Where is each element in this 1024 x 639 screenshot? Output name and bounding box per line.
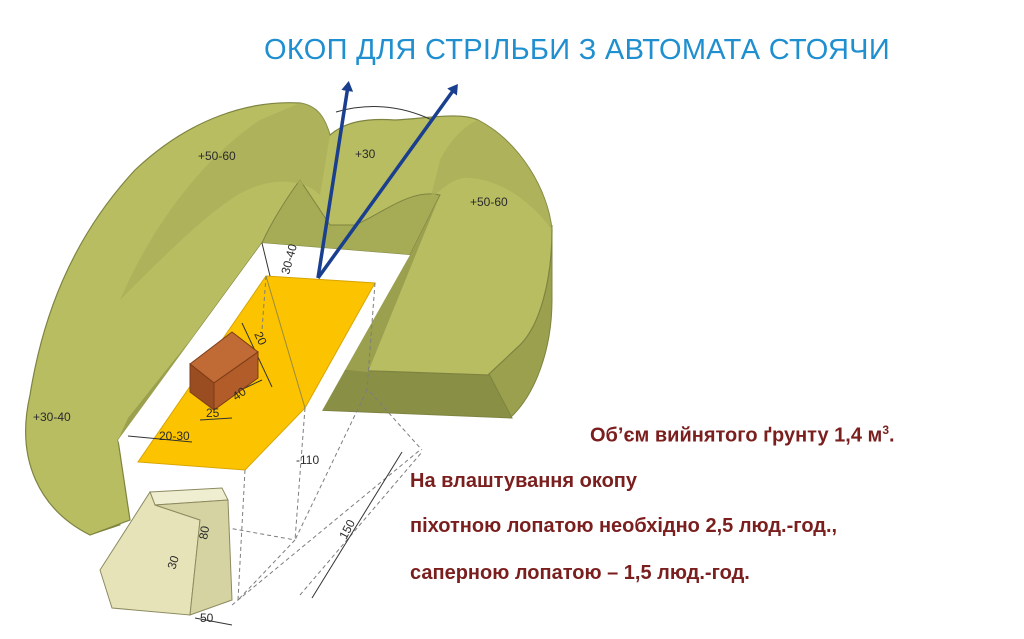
- parapet-shade-left: [120, 103, 330, 300]
- wall-right: [345, 195, 440, 372]
- dim-niche-height: 20: [251, 329, 269, 347]
- elevation-left-parapet: +50-60: [198, 149, 236, 163]
- dim-depth: -110: [296, 453, 319, 467]
- niche-side: [213, 351, 259, 411]
- step-side: [154, 499, 233, 616]
- dim-side-margin: 20-30: [159, 429, 190, 443]
- parapet-right-foot: [314, 369, 513, 419]
- volume-note: Об’єм вийнятого ґрунту 1,4 м3.: [590, 423, 895, 448]
- firing-arrow-right: [316, 83, 458, 280]
- dim-step-height: 30: [165, 554, 183, 571]
- volume-text: Об’єм вийнятого ґрунту 1,4 м: [590, 424, 883, 447]
- firing-arrow-left: [316, 81, 354, 279]
- volume-sup: 3: [882, 423, 889, 437]
- dim-length: 150: [336, 517, 358, 542]
- dim-step-depth: 80: [196, 525, 212, 541]
- labor-infantry-shovel: піхотною лопатою необхідно 2,5 люд.-год.…: [410, 515, 838, 537]
- labor-intro: На влаштування окопу: [410, 470, 637, 492]
- floor-edge-line: [265, 275, 306, 409]
- elevation-right-parapet: +50-60: [470, 195, 508, 209]
- volume-end: .: [889, 424, 895, 447]
- elevation-outer-berm: +30-40: [33, 410, 71, 424]
- labor-sapper-shovel: саперною лопатою – 1,5 люд.-год.: [410, 562, 750, 584]
- slide-title: ОКОП ДЛЯ СТРІЛЬБИ З АВТОМАТА СТОЯЧИ: [264, 34, 890, 66]
- dim-step-width: 50: [200, 611, 214, 625]
- sector-arc: [335, 106, 433, 121]
- parapet-shade-right: [430, 120, 552, 230]
- dim-niche-width: 25: [206, 406, 220, 420]
- elevation-front-notch: +30: [355, 147, 376, 161]
